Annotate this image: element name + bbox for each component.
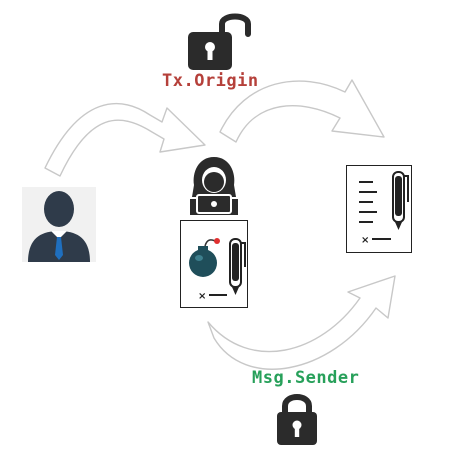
bomb-icon — [189, 238, 220, 277]
signed-contract-icon: × — [359, 171, 409, 246]
unlocked-padlock-icon — [188, 13, 251, 70]
svg-text:×: × — [361, 235, 369, 246]
signed-contract: × — [346, 165, 412, 253]
locked-padlock-icon — [277, 394, 317, 445]
hooded-hacker-icon — [190, 157, 238, 215]
tx-origin-label: Tx.Origin — [162, 71, 259, 91]
arrow-contract-to-attacker — [207, 275, 396, 370]
pen-icon: × — [198, 238, 246, 302]
arrow-attacker-to-contract — [219, 79, 385, 143]
malicious-contract: × — [180, 220, 248, 308]
msg-sender-label: Msg.Sender — [252, 368, 360, 388]
arrow-user-to-attacker — [44, 103, 206, 177]
svg-text:×: × — [198, 291, 206, 302]
businessman-user-icon — [22, 187, 96, 262]
